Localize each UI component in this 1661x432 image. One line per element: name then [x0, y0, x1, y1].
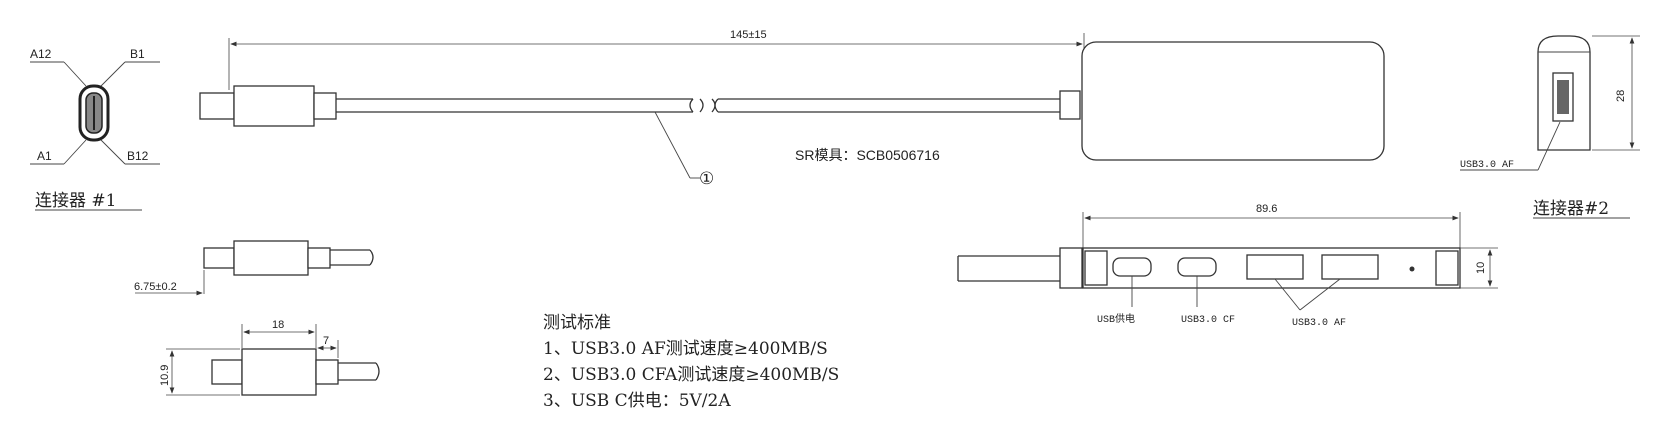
pin-b1-label: B1 — [130, 47, 145, 61]
hub-front-view: 89.6 10 USB供电 USB3.0 CF USB3.0 AF — [957, 203, 1498, 329]
cable-assembly: 145±15 ① SR模具：SCB0506716 — [199, 29, 1385, 189]
plug-detail-side: 6.75±0.2 — [134, 240, 374, 296]
callout-marker: ① — [699, 169, 714, 189]
length-dimension: 145±15 — [730, 29, 767, 41]
pin-b12-label: B12 — [127, 149, 149, 163]
plug-tip-dimension: 7 — [323, 335, 329, 347]
hub-thickness-dimension: 10 — [1475, 262, 1487, 274]
pin-a12-label: A12 — [30, 47, 52, 61]
pin-a1-label: A1 — [37, 149, 52, 163]
hub-width-dimension: 89.6 — [1256, 203, 1277, 215]
mold-label: SR模具：SCB0506716 — [795, 147, 940, 163]
test-standards: 测试标准 1、USB3.0 AF测试速度≥400MB/S 2、USB3.0 CF… — [543, 310, 839, 414]
plug-diameter-dimension: 10.9 — [159, 365, 171, 386]
port-cf-label: USB3.0 CF — [1181, 315, 1235, 326]
plug-length-dimension: 18 — [272, 319, 284, 331]
plug-detail-dimensions: 18 7 10.9 — [159, 319, 380, 396]
port-power-label: USB供电 — [1097, 312, 1135, 326]
connector2-label: 连接器#2 — [1533, 199, 1609, 219]
test-standard-item: 1、USB3.0 AF测试速度≥400MB/S — [543, 339, 828, 359]
connector2-port-label: USB3.0 AF — [1460, 160, 1514, 171]
test-standards-title: 测试标准 — [543, 313, 611, 333]
test-standard-item: 3、USB C供电：5V/2A — [543, 391, 731, 411]
connector2-end-view: 28 USB3.0 AF 连接器#2 — [1460, 35, 1640, 219]
port-af-label: USB3.0 AF — [1292, 318, 1346, 329]
connector1-label: 连接器 #1 — [35, 191, 116, 211]
hub-height-dimension: 28 — [1615, 90, 1627, 102]
test-standard-item: 2、USB3.0 CFA测试速度≥400MB/S — [543, 365, 840, 385]
connector1-pinout: A12 B1 A1 B12 连接器 #1 — [30, 47, 160, 211]
plug-height-dimension: 6.75±0.2 — [134, 281, 177, 293]
